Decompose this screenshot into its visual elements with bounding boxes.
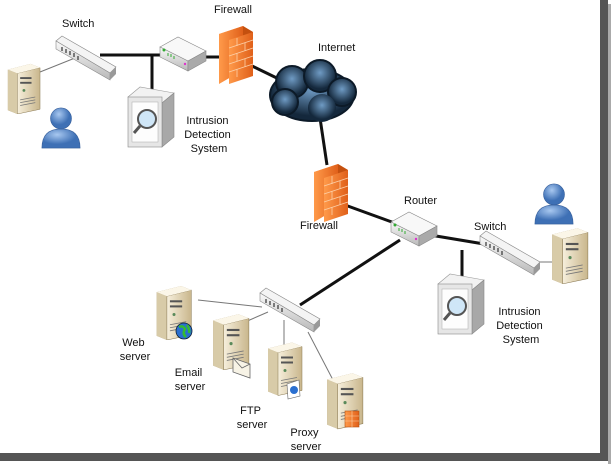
link-internet-firewall: [318, 117, 329, 166]
firewall-top[interactable]: [218, 25, 254, 85]
link-server-switch: [39, 57, 76, 73]
firewall-mid[interactable]: [313, 163, 349, 223]
envelope-icon: [232, 357, 251, 379]
switch-bottom[interactable]: [259, 287, 321, 333]
label-switch-right: Switch: [474, 221, 506, 233]
ids-top[interactable]: [126, 85, 176, 149]
ids-sensor-device[interactable]: [159, 36, 207, 72]
label-ids-right: Intrusion Detection System: [496, 306, 546, 346]
frame-right-edge: [600, 0, 608, 461]
label-firewall-mid: Firewall: [300, 220, 338, 232]
label-email-server: Email server: [175, 367, 206, 393]
workstation-server-left[interactable]: [7, 63, 41, 114]
internet-cloud[interactable]: [269, 59, 357, 122]
switch-top[interactable]: [55, 35, 117, 81]
label-ids-top: Intrusion Detection System: [184, 115, 234, 155]
link-proxy-server: [307, 331, 334, 381]
globe-icon: [175, 322, 193, 340]
ids-right[interactable]: [436, 272, 486, 336]
workstation-server-right[interactable]: [551, 227, 589, 284]
label-firewall-top: Firewall: [214, 4, 252, 16]
user-icon-right: [534, 183, 574, 225]
switch-right[interactable]: [479, 230, 541, 276]
label-router: Router: [404, 195, 437, 207]
frame-shadow: [608, 4, 611, 464]
label-web-server: Web server: [120, 337, 151, 363]
user-icon-left: [41, 107, 81, 149]
label-internet: Internet: [318, 42, 355, 54]
ftp-globe-doc-icon: [286, 379, 301, 400]
label-switch-top: Switch: [62, 18, 94, 30]
link-router-switch-bottom: [299, 238, 401, 307]
proxy-firewall-icon: [344, 410, 360, 428]
label-ftp-server: FTP server: [237, 405, 268, 431]
connections: [39, 53, 552, 381]
link-web-server: [197, 299, 263, 308]
label-proxy-server: Proxy server: [290, 427, 321, 453]
frame-bottom-edge: [0, 453, 608, 461]
